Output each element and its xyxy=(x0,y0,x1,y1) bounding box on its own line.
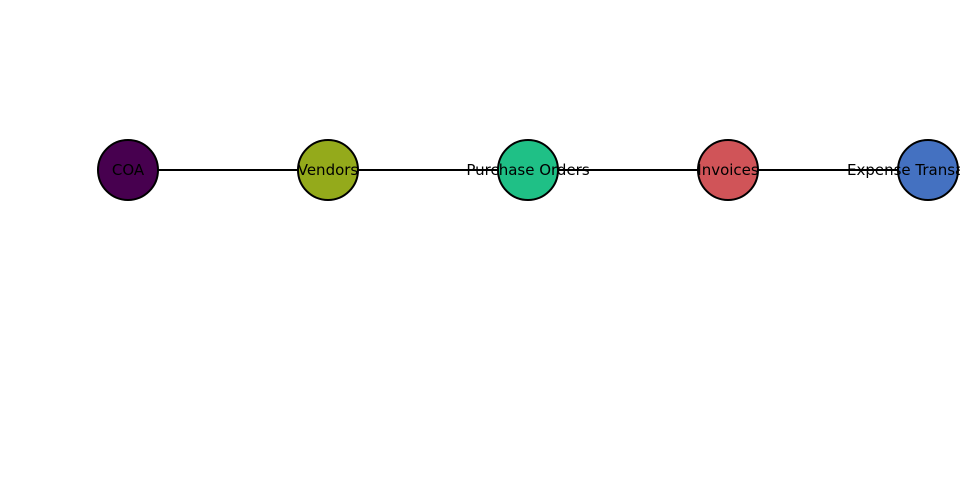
nodes-layer xyxy=(97,139,959,201)
node-label-expense-transactions: Expense Transactions xyxy=(847,161,960,179)
node-invoices[interactable] xyxy=(697,139,759,201)
node-purchase-orders[interactable] xyxy=(497,139,559,201)
node-label-invoices: Invoices xyxy=(697,161,759,179)
labels-layer: COA Vendors Purchase Orders Invoices Expense… xyxy=(112,161,960,179)
node-vendors[interactable] xyxy=(297,139,359,201)
node-expense-transactions[interactable] xyxy=(897,139,959,201)
node-label-purchase-orders: Purchase Orders xyxy=(466,161,590,179)
node-label-vendors: Vendors xyxy=(298,161,359,179)
node-label-coa: COA xyxy=(112,161,145,179)
node-coa[interactable] xyxy=(97,139,159,201)
